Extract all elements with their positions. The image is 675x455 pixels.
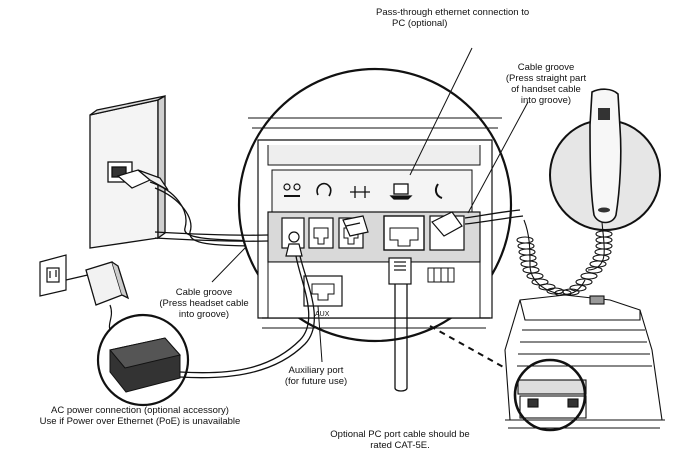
aux-port-label-line2: (for future use) [285, 376, 347, 387]
passthrough-label-line1: Pass-through ethernet connection to [376, 7, 529, 18]
headset-groove-label-line1: Cable groove [176, 287, 233, 298]
passthrough-label-line2: PC (optional) [392, 18, 447, 29]
headset-groove-label-line3: into groove) [179, 309, 229, 320]
power-adapter [65, 261, 130, 306]
headset-plug [342, 215, 369, 237]
handset-groove-label-line4: into groove) [521, 95, 571, 106]
power-brick-circle [96, 313, 190, 407]
coiled-cord [516, 219, 613, 297]
handset-detail-circle [549, 88, 661, 231]
handset-icon [434, 183, 443, 199]
handset-plug [431, 211, 463, 237]
network-icon [350, 186, 370, 198]
phone-overview [504, 294, 665, 432]
pc-port-cable [394, 284, 408, 392]
headset-icon [316, 182, 332, 197]
power-plug [285, 231, 303, 257]
network-cable [149, 181, 266, 242]
wall-jack [89, 94, 166, 249]
ac-power-label-line2: Use if Power over Ethernet (PoE) is unav… [40, 416, 241, 427]
detail-leader [429, 325, 531, 383]
power-outlet [39, 254, 67, 297]
handset-groove-label-line3: of handset cable [511, 84, 581, 95]
power-icon [283, 183, 301, 197]
pc-cable-label-line2: rated CAT-5E. [370, 440, 430, 451]
phone-back-detail-circle [237, 67, 513, 343]
aux-panel-label: AUX [315, 311, 330, 318]
headset-groove-label-line2: (Press headset cable [159, 298, 248, 309]
ac-power-label-line1: AC power connection (optional accessory) [51, 405, 229, 416]
wall-jack-plug [116, 169, 169, 191]
handset-groove-label-line2: (Press straight part [506, 73, 587, 84]
pc-icon [389, 183, 413, 200]
aux-port-label-line1: Auxiliary port [289, 365, 344, 376]
pc-cable-label-line1: Optional PC port cable should be [330, 429, 469, 440]
pc-port-plug [388, 257, 412, 285]
handset-groove-label-line1: Cable groove [518, 62, 575, 73]
